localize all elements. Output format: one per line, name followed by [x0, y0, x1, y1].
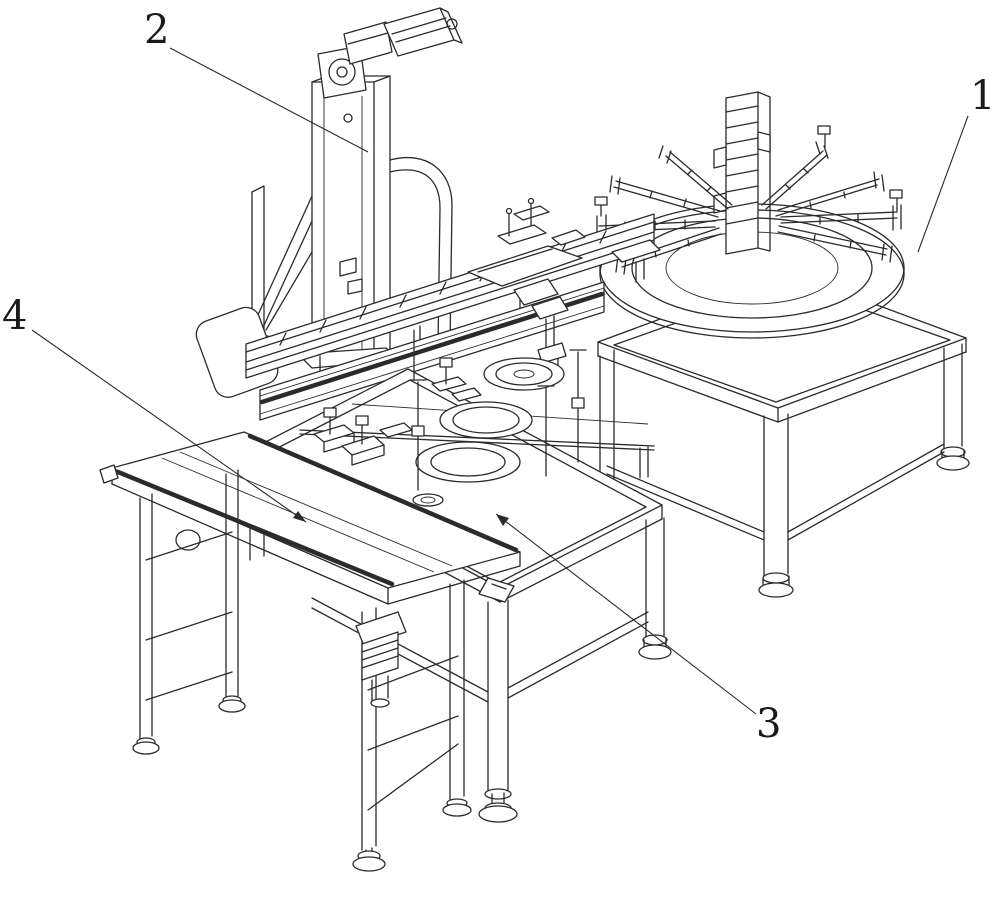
callout-4-leader-line	[31, 329, 307, 523]
pick-station-blocks	[313, 357, 482, 466]
callout-3-leader-line	[495, 513, 757, 715]
linear-beam	[195, 197, 661, 421]
callout-4-arrowhead	[293, 511, 306, 522]
callout-label-3: 3	[756, 701, 782, 747]
gantry-column	[247, 7, 463, 369]
fixture-posts	[409, 329, 587, 491]
callout-label-1: 1	[970, 73, 996, 119]
beam-carriage	[467, 197, 586, 287]
callout-1-leader-line	[917, 115, 969, 253]
turret-assembly	[594, 91, 905, 339]
tool-head	[513, 278, 569, 375]
conveyor-stand-right	[352, 579, 472, 872]
callout-3-arrowhead	[496, 514, 509, 526]
fixture-rings	[412, 357, 565, 507]
conveyor	[99, 431, 521, 872]
gantry-motor	[343, 7, 463, 65]
turret-arms	[594, 125, 903, 275]
conveyor-stand-left	[132, 469, 246, 755]
conveyor-motor	[355, 611, 407, 708]
fixture-plate	[299, 329, 655, 507]
index-column	[713, 91, 771, 255]
callout-leaders	[31, 47, 969, 715]
callout-label-4: 4	[2, 293, 28, 339]
callout-label-2: 2	[144, 7, 170, 53]
callout-2-leader-line	[169, 47, 369, 153]
